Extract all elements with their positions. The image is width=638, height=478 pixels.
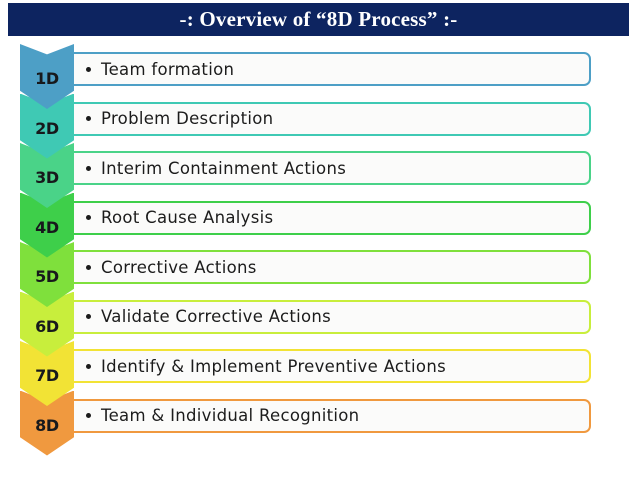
bullet-icon bbox=[86, 264, 91, 270]
step-description: Root Cause Analysis bbox=[101, 208, 274, 227]
step-text-box[interactable]: Problem Description bbox=[63, 101, 591, 136]
step-description: Interim Containment Actions bbox=[101, 158, 347, 178]
step-badge-label: 1D bbox=[35, 69, 59, 88]
step-text-box[interactable]: Validate Corrective Actions bbox=[63, 299, 591, 334]
step-description: Identify & Implement Preventive Actions bbox=[101, 356, 446, 376]
bullet-icon bbox=[86, 314, 91, 319]
step-badge-label: 8D bbox=[35, 415, 59, 435]
process-step-row: 7D Identify & Implement Preventive Action… bbox=[0, 341, 638, 406]
step-badge-label: 6D bbox=[35, 316, 59, 336]
step-badge-label: 4D bbox=[35, 217, 59, 237]
page-title: -: Overview of “8D Process” :- bbox=[179, 7, 458, 31]
bullet-icon bbox=[86, 413, 91, 418]
step-text-box[interactable]: Root Cause Analysis bbox=[63, 200, 591, 235]
step-description: Corrective Actions bbox=[101, 257, 257, 277]
step-badge-label: 7D bbox=[35, 366, 59, 385]
process-step-row: 3D Interim Containment Actions bbox=[0, 143, 638, 208]
bullet-icon bbox=[86, 116, 91, 121]
process-step-row: 8D Team & Individual Recognition bbox=[0, 390, 638, 456]
step-text-box[interactable]: Interim Containment Actions bbox=[63, 151, 591, 185]
step-description: Team & Individual Recognition bbox=[101, 406, 360, 425]
process-step-row: 4D Root Cause Analysis bbox=[0, 192, 638, 258]
step-text-box[interactable]: Team & Individual Recognition bbox=[63, 398, 591, 433]
step-description: Team formation bbox=[101, 59, 235, 79]
process-step-row: 5D Corrective Actions bbox=[0, 242, 638, 307]
bullet-icon bbox=[86, 363, 91, 369]
step-badge-label: 5D bbox=[35, 267, 59, 286]
step-badge-label: 2D bbox=[35, 118, 59, 138]
step-text-box[interactable]: Corrective Actions bbox=[63, 250, 591, 284]
step-description: Problem Description bbox=[101, 109, 274, 128]
step-badge-label: 3D bbox=[35, 168, 59, 187]
step-text-box[interactable]: Team formation bbox=[63, 52, 591, 86]
process-step-row: 2D Problem Description bbox=[0, 93, 638, 159]
process-step-row: 6D Validate Corrective Actions bbox=[0, 291, 638, 357]
bullet-icon bbox=[86, 215, 91, 220]
step-description: Validate Corrective Actions bbox=[101, 307, 332, 326]
process-step-row: 1D Team formation bbox=[0, 44, 638, 109]
bullet-icon bbox=[86, 165, 91, 171]
title-bar: -: Overview of “8D Process” :- bbox=[8, 3, 629, 36]
process-step-list: 1D Team formation 2D Problem Description 3D I… bbox=[0, 44, 638, 474]
bullet-icon bbox=[86, 66, 91, 72]
step-text-box[interactable]: Identify & Implement Preventive Actions bbox=[63, 349, 591, 383]
